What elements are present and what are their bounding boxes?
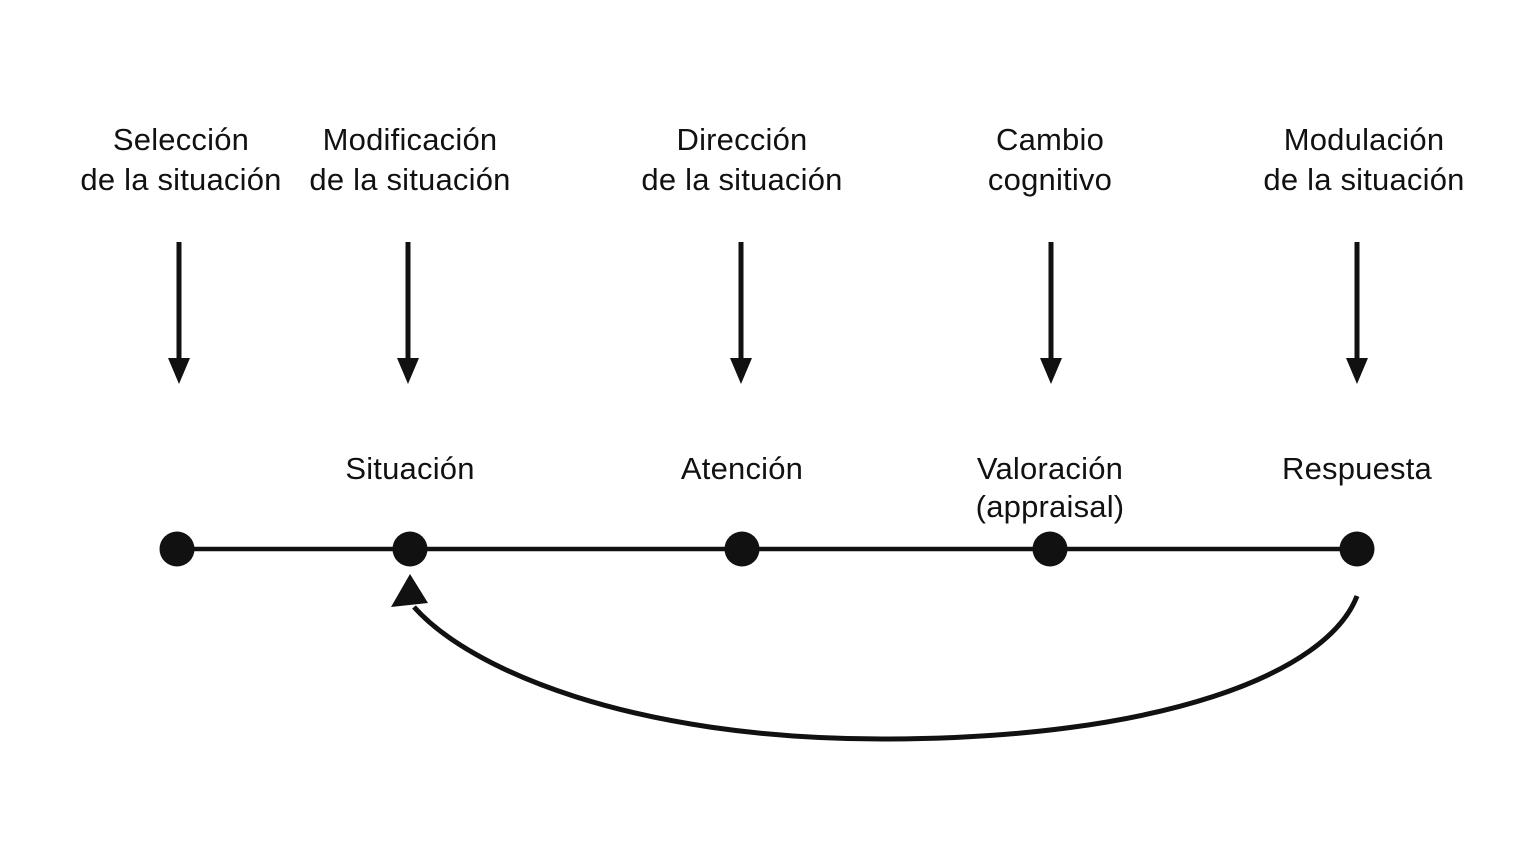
strategy-arrow-modulacion — [1346, 242, 1368, 384]
timeline-dot-start — [159, 531, 195, 567]
strategy-label-modificacion: Modificación de la situación — [309, 120, 510, 200]
strategy-line1: Modificación — [322, 122, 498, 157]
node-label-respuesta: Respuesta — [1282, 450, 1432, 488]
timeline-dot-situacion — [392, 531, 428, 567]
strategy-arrow-direccion — [730, 242, 752, 384]
strategy-arrow-seleccion — [168, 242, 190, 384]
strategy-label-direccion: Dirección de la situación — [641, 120, 842, 200]
strategy-arrow-cambio — [1040, 242, 1062, 384]
timeline-dot-atencion — [724, 531, 760, 567]
strategy-line2: de la situación — [309, 162, 511, 197]
strategy-line1: Selección — [112, 122, 250, 157]
timeline-dot-respuesta — [1339, 531, 1375, 567]
strategy-line2: de la situación — [641, 162, 843, 197]
strategy-label-cambio: Cambio cognitivo — [988, 120, 1112, 200]
strategy-line1: Cambio — [995, 122, 1105, 157]
node-label-text: Valoración — [976, 451, 1124, 486]
node-label-text: Atención — [680, 451, 804, 486]
strategy-arrow-modificacion — [397, 242, 419, 384]
strategy-line1: Modulación — [1283, 122, 1445, 157]
strategy-line1: Dirección — [676, 122, 808, 157]
strategy-line2: de la situación — [1263, 162, 1465, 197]
node-label-valoracion: Valoración (appraisal) — [976, 450, 1125, 526]
feedback-arrow — [391, 574, 1360, 742]
strategy-label-modulacion: Modulación de la situación — [1263, 120, 1464, 200]
node-sublabel-text: (appraisal) — [975, 489, 1125, 524]
timeline-dot-valoracion — [1032, 531, 1068, 567]
node-label-text: Respuesta — [1281, 451, 1433, 486]
node-label-situacion: Situación — [345, 450, 474, 488]
node-label-text: Situación — [345, 451, 475, 486]
node-label-atencion: Atención — [681, 450, 803, 488]
strategy-line2: de la situación — [80, 162, 282, 197]
strategy-line2: cognitivo — [987, 162, 1113, 197]
strategy-label-seleccion: Selección de la situación — [80, 120, 281, 200]
